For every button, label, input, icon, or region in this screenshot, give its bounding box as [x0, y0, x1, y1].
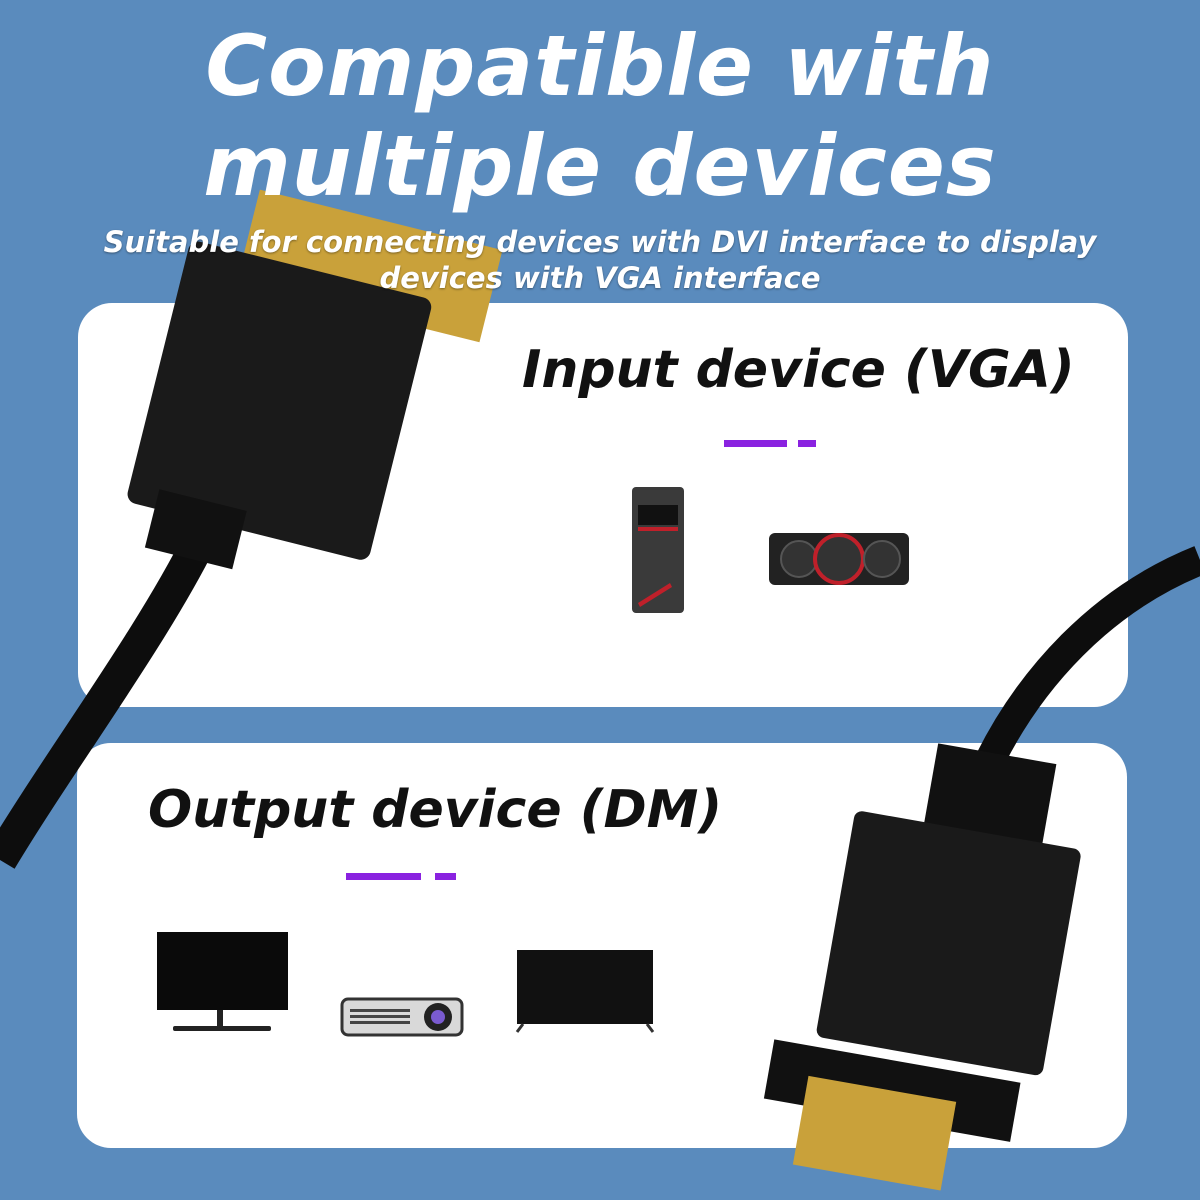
- projector-icon: [340, 997, 464, 1037]
- accent-bar-short: [435, 873, 456, 880]
- accent-bar: [724, 440, 787, 447]
- subtitle-line-1: Suitable for connecting devices with DVI…: [103, 225, 1097, 259]
- output-panel-title: Output device (DM): [148, 780, 723, 840]
- tv-icon: [515, 950, 655, 1033]
- accent-bar: [346, 873, 421, 880]
- subtitle-line-2: devices with VGA interface: [379, 261, 821, 295]
- desktop-tower-icon: [632, 487, 684, 613]
- graphics-card-icon: [769, 533, 909, 585]
- monitor-icon: [157, 932, 288, 1031]
- accent-bar-short: [798, 440, 816, 447]
- headline-line-1: Compatible with: [205, 17, 995, 115]
- headline-line-2: multiple devices: [203, 117, 997, 215]
- vga-connector: [763, 743, 1081, 1191]
- dvi-connector: [127, 189, 503, 570]
- input-panel-title: Input device (VGA): [522, 340, 1075, 400]
- subtitle: Suitable for connecting devices with DVI…: [100, 224, 1100, 296]
